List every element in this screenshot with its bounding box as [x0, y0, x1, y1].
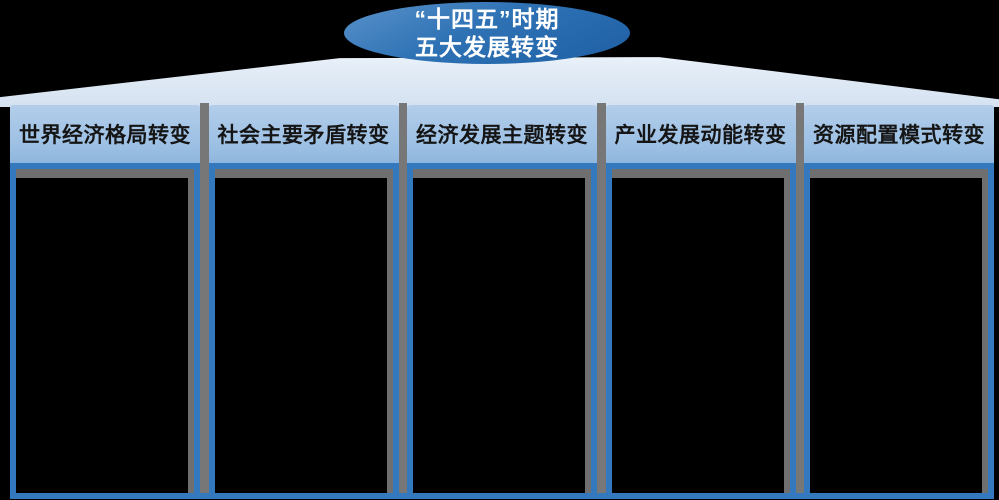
- column-social-contradiction: 社会主要矛盾转变: [208, 103, 399, 499]
- column-header: 经济发展主题转变: [407, 103, 597, 163]
- column-gap-divider: [795, 103, 804, 493]
- column-body: [407, 163, 597, 499]
- column-economic-theme: 经济发展主题转变: [407, 103, 597, 499]
- column-header: 世界经济格局转变: [10, 103, 200, 163]
- column-world-economic-pattern: 世界经济格局转变: [10, 103, 200, 499]
- column-body: [208, 163, 399, 499]
- title-line-1: “十四五”时期: [414, 6, 560, 32]
- column-resource-allocation: 资源配置模式转变: [804, 103, 994, 499]
- column-header: 产业发展动能转变: [605, 103, 796, 163]
- column-body: [10, 163, 200, 499]
- columns-row: 世界经济格局转变 社会主要矛盾转变 经济发展主题转变 产业发展动能转变 资源配置…: [10, 103, 994, 499]
- title-line-2: 五大发展转变: [415, 34, 559, 60]
- column-gap-divider: [597, 103, 606, 493]
- title-banner-ellipse: “十四五”时期 五大发展转变: [344, 2, 630, 64]
- column-header: 资源配置模式转变: [804, 103, 994, 163]
- column-gap-divider: [200, 103, 209, 493]
- column-industry-momentum: 产业发展动能转变: [605, 103, 796, 499]
- column-gap-divider: [398, 103, 407, 493]
- column-body: [605, 163, 796, 499]
- column-header: 社会主要矛盾转变: [208, 103, 399, 163]
- column-body: [804, 163, 994, 499]
